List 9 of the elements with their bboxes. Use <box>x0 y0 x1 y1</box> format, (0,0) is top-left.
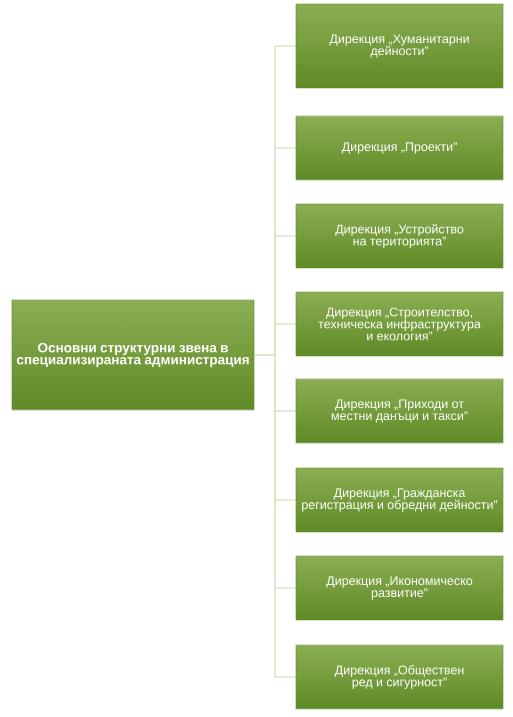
directorate-box: Дирекция „Приходи от местни данъци и такси” <box>296 378 504 444</box>
directorate-box: Дирекция „Икономическо развитие” <box>296 556 504 620</box>
directorate-box: Дирекция „Хуманитарни дейности” <box>296 4 504 88</box>
directorate-box: Дирекция „Устройство на територията” <box>296 204 504 268</box>
directorate-box: Дирекция „Гражданска регистрация и обредни дейности” <box>296 468 504 532</box>
directorate-box: Дирекция „Проекти” <box>296 116 504 180</box>
directorate-box: Дирекция „Обществен ред и сигурност” <box>296 644 504 710</box>
root-box: Основни структурни звена в специализираната администрация <box>12 300 254 410</box>
directorate-box: Дирекция „Строителство, техническа инфраструктура и екология” <box>296 292 504 356</box>
